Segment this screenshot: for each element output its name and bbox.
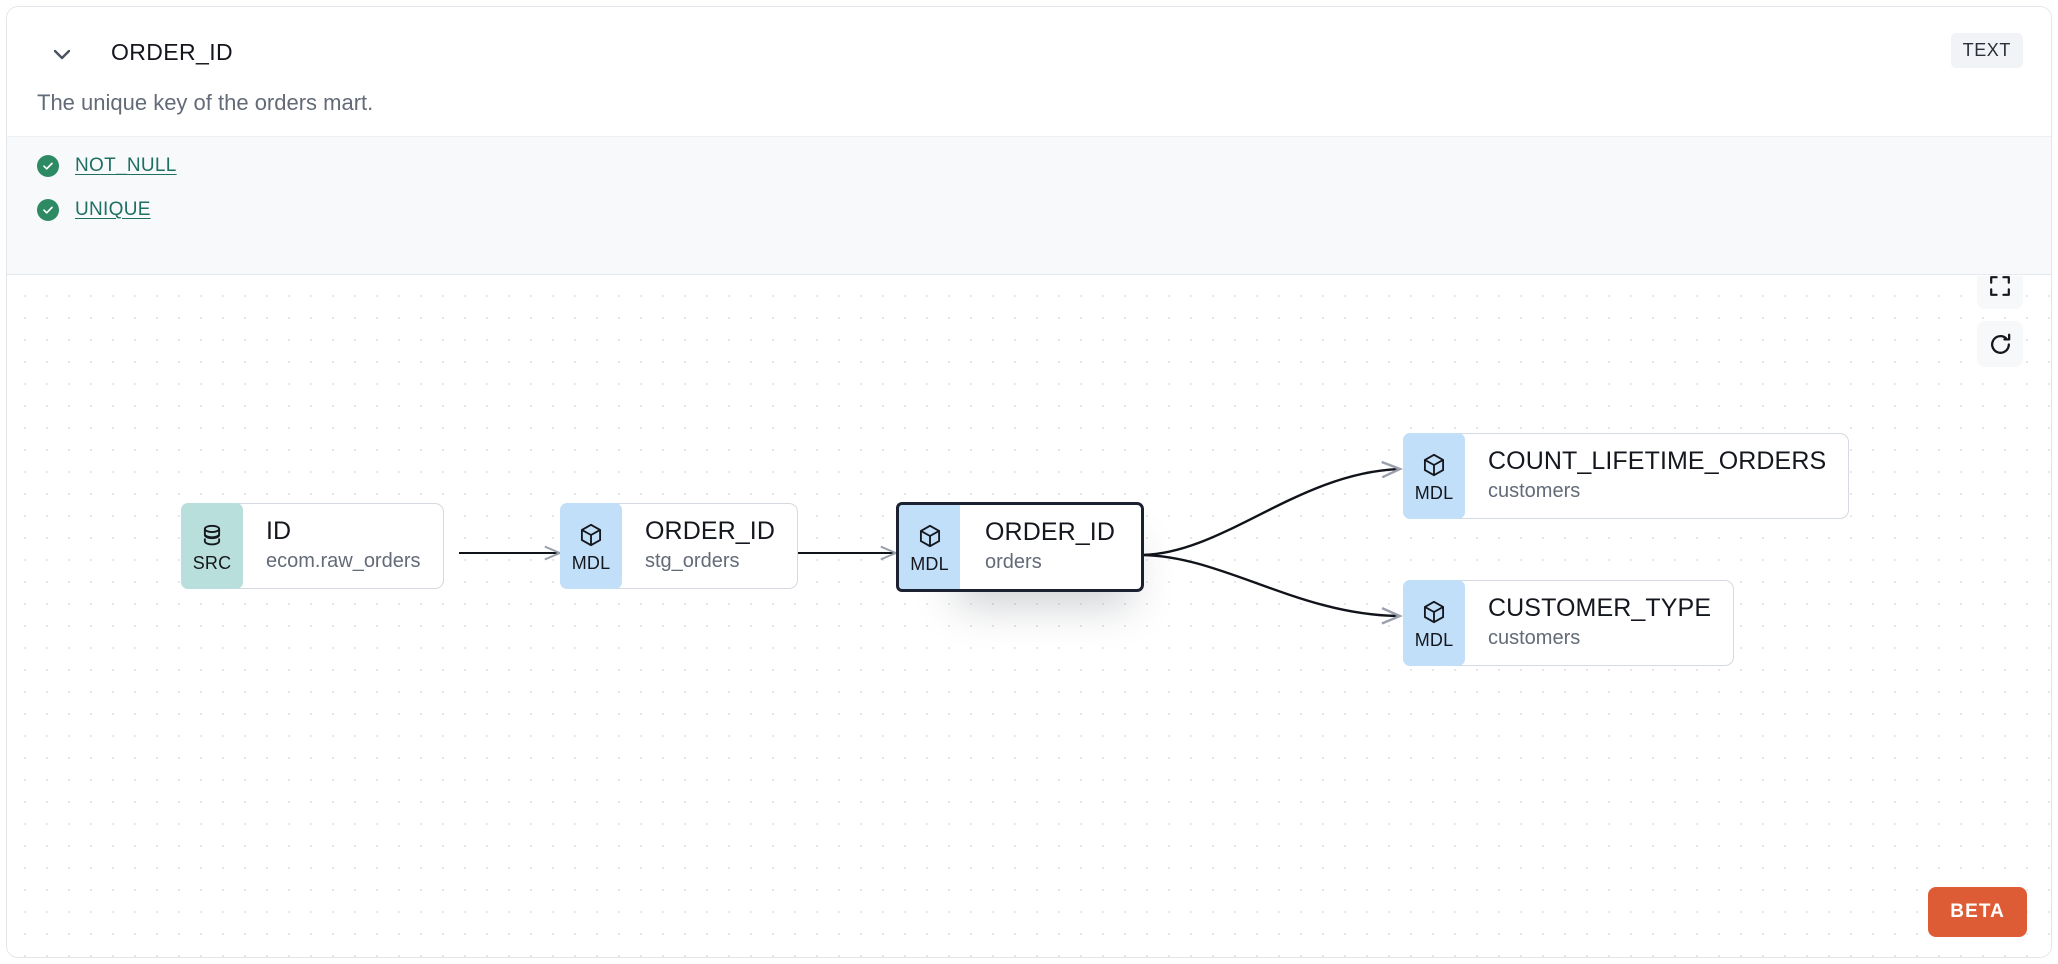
column-description: The unique key of the orders mart. bbox=[37, 90, 374, 115]
node-body: COUNT_LIFETIME_ORDERS customers bbox=[1451, 433, 1850, 519]
cube-icon bbox=[917, 523, 943, 554]
check-circle-icon bbox=[37, 199, 59, 221]
node-subtitle: ecom.raw_orders bbox=[266, 550, 421, 572]
column-type-badge: TEXT bbox=[1950, 33, 2023, 68]
node-type-badge-src: SRC bbox=[181, 503, 243, 589]
tests-section: NOT_NULL UNIQUE bbox=[7, 136, 2051, 275]
lineage-node-orders-order-id[interactable]: MDL ORDER_ID orders bbox=[896, 502, 1144, 592]
test-link[interactable]: NOT_NULL bbox=[75, 155, 177, 176]
test-row[interactable]: NOT_NULL bbox=[37, 154, 177, 178]
chevron-down-icon[interactable] bbox=[45, 37, 79, 71]
node-subtitle: customers bbox=[1488, 627, 1581, 649]
lineage-node-count-lifetime-orders[interactable]: MDL COUNT_LIFETIME_ORDERS customers bbox=[1403, 433, 1850, 519]
test-link[interactable]: UNIQUE bbox=[75, 199, 151, 220]
lineage-node-customer-type[interactable]: MDL CUSTOMER_TYPE customers bbox=[1403, 580, 1735, 666]
node-type-badge-mdl: MDL bbox=[896, 502, 960, 592]
node-name: ORDER_ID bbox=[985, 518, 1115, 546]
node-badge-label: SRC bbox=[192, 552, 232, 573]
node-body: ORDER_ID orders bbox=[944, 502, 1144, 592]
fit-view-icon[interactable] bbox=[1977, 276, 2023, 309]
node-type-badge-mdl: MDL bbox=[1403, 433, 1465, 519]
lineage-canvas[interactable]: SRC ID ecom.raw_orders bbox=[7, 276, 2051, 957]
node-name: CUSTOMER_TYPE bbox=[1488, 594, 1712, 622]
node-name: COUNT_LIFETIME_ORDERS bbox=[1488, 447, 1827, 475]
lineage-edges bbox=[459, 276, 2051, 957]
cube-icon bbox=[1421, 452, 1447, 483]
node-badge-label: MDL bbox=[910, 553, 949, 574]
refresh-icon[interactable] bbox=[1977, 321, 2023, 367]
node-type-badge-mdl: MDL bbox=[1403, 580, 1465, 666]
node-name: ID bbox=[266, 517, 292, 545]
node-badge-label: MDL bbox=[1414, 629, 1454, 650]
node-badge-label: MDL bbox=[1414, 482, 1454, 503]
card-header: ORDER_ID TEXT The unique key of the orde… bbox=[7, 7, 2051, 135]
node-type-badge-mdl: MDL bbox=[560, 503, 622, 589]
lineage-node-src-id[interactable]: SRC ID ecom.raw_orders bbox=[181, 503, 444, 589]
node-badge-label: MDL bbox=[571, 552, 611, 573]
column-detail-card: ORDER_ID TEXT The unique key of the orde… bbox=[6, 6, 2052, 958]
page-title: ORDER_ID bbox=[111, 39, 234, 65]
node-subtitle: customers bbox=[1488, 480, 1581, 502]
node-name: ORDER_ID bbox=[645, 517, 775, 545]
canvas-controls bbox=[1977, 276, 2023, 367]
database-icon bbox=[199, 522, 225, 553]
beta-badge[interactable]: BETA bbox=[1928, 887, 2027, 937]
node-body: ID ecom.raw_orders bbox=[229, 503, 444, 589]
cube-icon bbox=[1421, 599, 1447, 630]
test-row[interactable]: UNIQUE bbox=[37, 198, 151, 222]
node-body: CUSTOMER_TYPE customers bbox=[1451, 580, 1735, 666]
check-circle-icon bbox=[37, 155, 59, 177]
lineage-node-stg-order-id[interactable]: MDL ORDER_ID stg_orders bbox=[560, 503, 798, 589]
node-subtitle: orders bbox=[985, 551, 1042, 573]
node-subtitle: stg_orders bbox=[645, 550, 740, 572]
node-body: ORDER_ID stg_orders bbox=[608, 503, 798, 589]
cube-icon bbox=[578, 522, 604, 553]
